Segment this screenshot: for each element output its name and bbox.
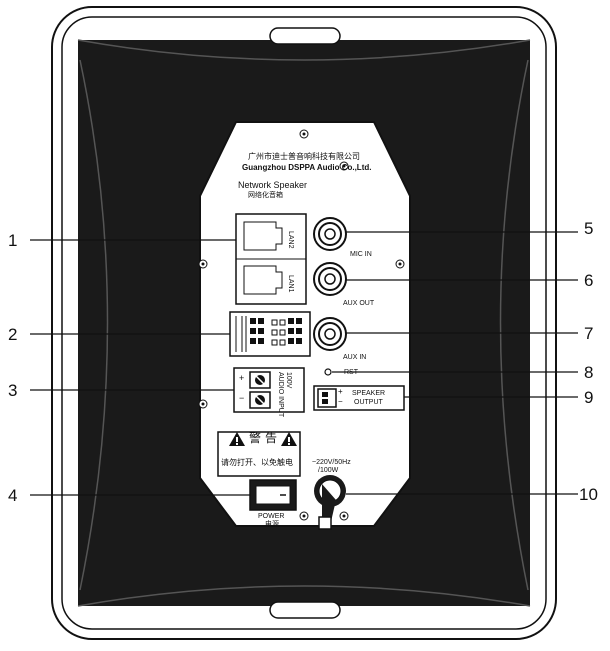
callout-9: 9 — [584, 388, 594, 407]
warning-text: 请勿打开、以免触电 — [221, 458, 293, 467]
bottom-handle-slot — [269, 601, 341, 619]
terminal-screw-icon[interactable] — [249, 391, 271, 409]
callout-6: 6 — [584, 271, 594, 290]
bottom-flare-curve — [77, 585, 531, 607]
callout-8: 8 — [584, 363, 594, 382]
company-name-cn: 广州市迪士普音响科技有限公司 — [248, 152, 360, 161]
cabinet-inner-frame — [61, 16, 547, 630]
terminal-screw-icon[interactable] — [249, 371, 271, 389]
aux-in-label: AUX IN — [343, 354, 367, 361]
mic-in-label: MIC IN — [350, 251, 372, 258]
cabinet-outer-frame — [51, 6, 557, 640]
callout-2: 2 — [8, 325, 18, 344]
top-handle-slot — [269, 27, 341, 45]
product-name-en: Network Speaker — [238, 180, 308, 190]
warning-title-left: 警 — [249, 431, 262, 445]
lan1-label: LAN1 — [287, 275, 294, 293]
callout-leaders — [30, 231, 578, 496]
callout-4: 4 — [8, 486, 18, 505]
left-flare-curve — [79, 59, 109, 591]
product-name-cn: 网络化音箱 — [248, 192, 283, 199]
lan2-label: LAN2 — [287, 231, 294, 249]
callout-10: 10 — [579, 485, 598, 504]
power-cord-gland-icon — [314, 475, 346, 530]
speaker-plus-sign: + — [338, 387, 343, 396]
callout-7: 7 — [584, 324, 594, 343]
power-rating-line1: ~220V/50Hz — [312, 459, 351, 466]
aux-out-label: AUX OUT — [343, 300, 375, 307]
audio-minus-sign: − — [239, 393, 245, 403]
audio-input-line1: 100V — [285, 372, 292, 389]
warning-title-right: 告 — [265, 431, 278, 445]
power-label-en: POWER — [258, 513, 285, 520]
lan1-port-icon[interactable] — [243, 265, 283, 295]
power-label-cn: 电源 — [265, 521, 279, 528]
speaker-terminal-icon[interactable] — [317, 388, 337, 408]
reset-hole-icon[interactable] — [324, 368, 332, 376]
audio-input-line2: AUDIO INPUT — [277, 372, 284, 418]
speaker-output-line2: OUTPUT — [354, 399, 383, 406]
speaker-minus-sign: − — [338, 397, 343, 406]
audio-plus-sign: + — [239, 373, 245, 383]
aux-in-jack-icon[interactable] — [313, 317, 347, 351]
callout-1: 1 — [8, 231, 18, 250]
callout-3: 3 — [8, 381, 18, 400]
power-rating-line2: /100W — [318, 467, 339, 474]
right-flare-curve — [499, 59, 529, 591]
company-name-en: Guangzhou DSPPA Audio Co.,Ltd. — [242, 163, 372, 172]
mic-in-jack-icon[interactable] — [313, 217, 347, 251]
rst-label: RST — [344, 369, 358, 376]
aux-out-jack-icon[interactable] — [313, 262, 347, 296]
top-flare-curve — [77, 39, 531, 61]
lan2-port-icon[interactable] — [243, 221, 283, 251]
callout-5: 5 — [584, 219, 594, 238]
speaker-output-line1: SPEAKER — [352, 390, 386, 397]
